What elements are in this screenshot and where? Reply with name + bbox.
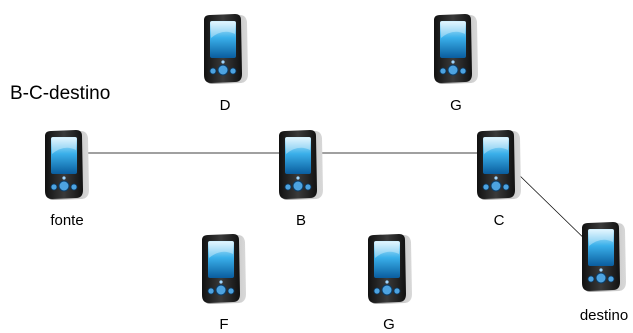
edges [87,152,595,249]
node-label-d: D [219,97,231,114]
node-label-g-top: G [450,97,462,114]
pda-device-icon [204,14,248,84]
node-label-c: C [493,212,505,229]
pda-device-icon [434,14,478,84]
node-label-b: B [295,212,307,229]
diagram-title: B-C-destino [10,83,111,104]
node-label-fonte: fonte [50,212,84,229]
node-label-f: F [219,316,229,333]
pda-device-icon [45,130,89,200]
pda-device-icon [477,130,521,200]
pda-device-icon [202,234,246,304]
nodes [45,14,626,304]
pda-device-icon [279,130,323,200]
edge-C-destino [516,172,595,249]
pda-device-icon [582,222,626,292]
pda-device-icon [368,234,412,304]
node-label-g-bottom: G [383,316,395,333]
node-label-destino: destino [579,307,629,324]
